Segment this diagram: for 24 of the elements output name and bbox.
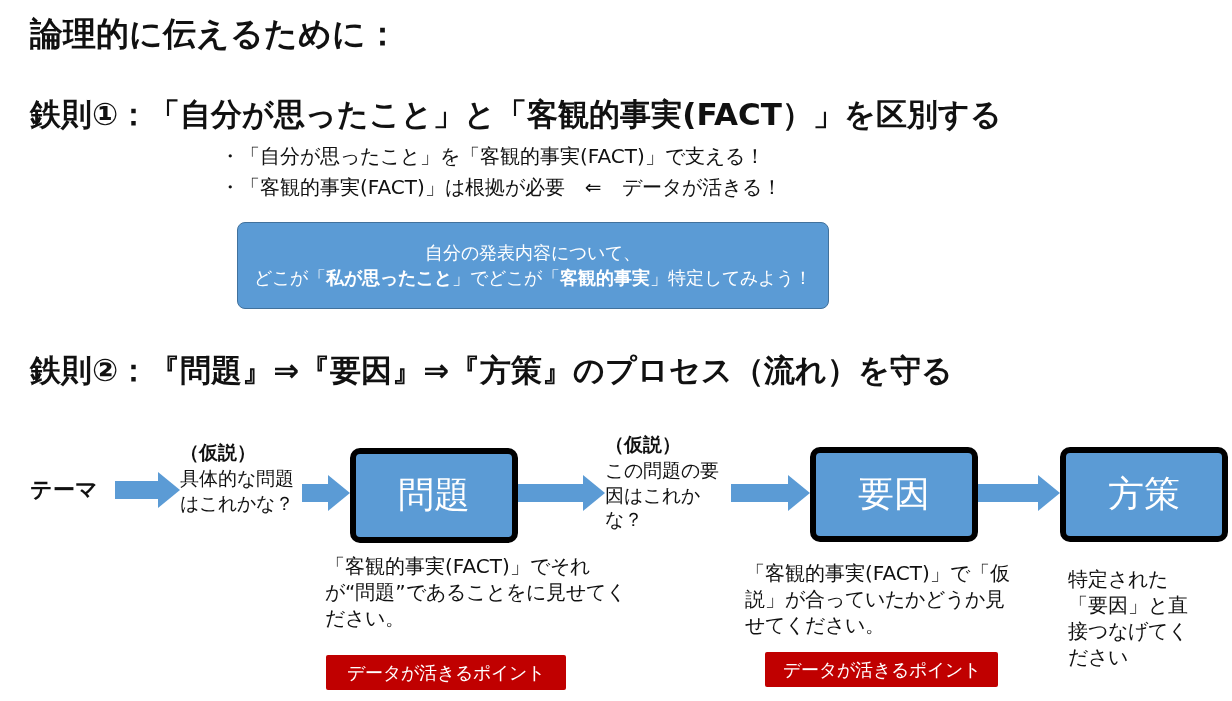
hypothesis-heading: （仮説） xyxy=(180,440,257,465)
highlight-badge: データが活きるポイント xyxy=(765,652,998,687)
block-arrow xyxy=(731,475,810,511)
title: 論理的に伝えるために： xyxy=(30,13,399,55)
hypothesis-text: この問題の要因はこれかな？ xyxy=(605,458,720,533)
banner-box: 自分の発表内容について、 どこが「私が思ったこと」でどこが「客観的事実」特定してみよう！ xyxy=(237,222,829,309)
bullet-text: ・「自分が思ったこと」を「客観的事実(FACT)」で支える！ xyxy=(220,143,765,170)
hypothesis-heading: （仮説） xyxy=(605,432,682,457)
block-arrow xyxy=(518,475,605,511)
theme-label: テーマ xyxy=(30,475,115,505)
bullet-text: ・「客観的事実(FACT)」は根拠が必要 ⇐ データが活きる！ xyxy=(220,174,782,201)
caption-text: 「客観的事実(FACT)」でそれが“問題”であることをに見せてください。 xyxy=(325,553,627,631)
process-box: 方策 xyxy=(1060,447,1228,542)
process-box: 要因 xyxy=(810,447,978,542)
rule-heading: 鉄則②：『問題』⇒『要因』⇒『方策』のプロセス（流れ）を守る xyxy=(30,351,954,390)
block-arrow xyxy=(302,475,350,511)
rule-heading: 鉄則①：「自分が思ったこと」と「客観的事実(FACT）」を区別する xyxy=(30,95,1002,134)
block-arrow xyxy=(115,472,180,508)
highlight-badge: データが活きるポイント xyxy=(326,655,566,690)
hypothesis-text: 具体的な問題はこれかな？ xyxy=(180,466,295,516)
process-box: 問題 xyxy=(350,448,518,543)
block-arrow xyxy=(978,475,1060,511)
caption-text: 特定された「要因」と直接つなげてください xyxy=(1068,566,1189,670)
caption-text: 「客観的事実(FACT)」で「仮説」が合っていたかどうか見せてください。 xyxy=(745,560,1011,638)
